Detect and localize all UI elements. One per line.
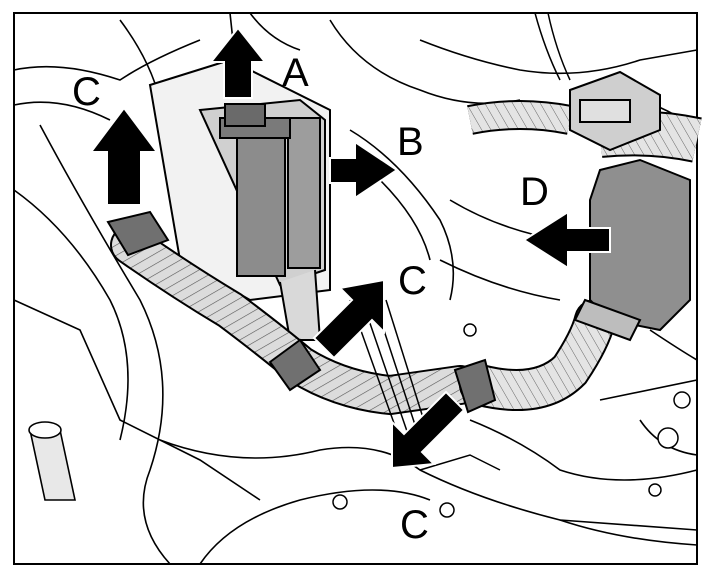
callout-labels: A B C C C D <box>72 51 549 547</box>
connector-housing-d <box>569 70 691 342</box>
label-b: B <box>397 120 424 164</box>
engine-bay-background <box>13 12 698 565</box>
arrow-c-top-left <box>89 106 159 206</box>
arrow-b <box>329 140 399 200</box>
arrow-d <box>522 210 611 270</box>
label-d: D <box>520 170 549 214</box>
arrow-a <box>208 26 268 99</box>
bolt-holes <box>332 323 691 518</box>
arrows <box>89 26 611 470</box>
left-pipe-fitting <box>28 421 76 501</box>
label-c-top-left: C <box>72 70 101 114</box>
label-a: A <box>282 51 309 95</box>
arrow-c-middle <box>312 278 385 360</box>
right-corrugated-hose <box>459 299 616 411</box>
label-c-bottom: C <box>400 503 429 547</box>
arrow-c-bottom <box>391 390 466 470</box>
corrugated-harness-conduit <box>110 225 480 416</box>
hose-clamps <box>106 210 497 414</box>
label-c-middle: C <box>398 259 427 303</box>
control-module <box>148 58 331 341</box>
